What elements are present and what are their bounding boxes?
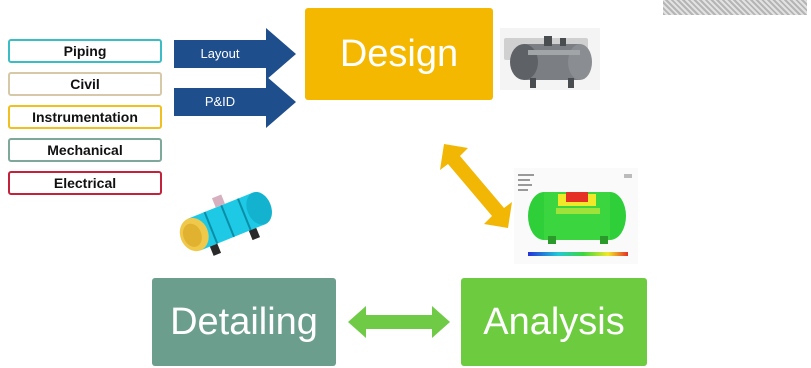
grey-vessel-image [500,28,600,90]
detailing-box: Detailing [152,278,336,366]
top-right-hatch [663,0,807,15]
discipline-piping: Piping [8,39,162,63]
analysis-label: Analysis [483,300,625,343]
pid-arrow [174,76,296,128]
analysis-detailing-arrow [348,306,450,338]
pid-arrow-label: P&ID [204,94,236,109]
discipline-instrumentation: Instrumentation [8,105,162,129]
cyan-vessel-image [179,191,272,256]
design-analysis-arrow [440,144,512,228]
design-label: Design [339,32,459,75]
layout-arrow [174,28,296,80]
layout-arrow-label: Layout [200,46,240,61]
detailing-label: Detailing [170,300,318,343]
discipline-mechanical: Mechanical [8,138,162,162]
discipline-civil: Civil [8,72,162,96]
design-box: Design [305,8,493,100]
analysis-box: Analysis [461,278,647,366]
fea-result-image [514,168,638,264]
discipline-electrical: Electrical [8,171,162,195]
